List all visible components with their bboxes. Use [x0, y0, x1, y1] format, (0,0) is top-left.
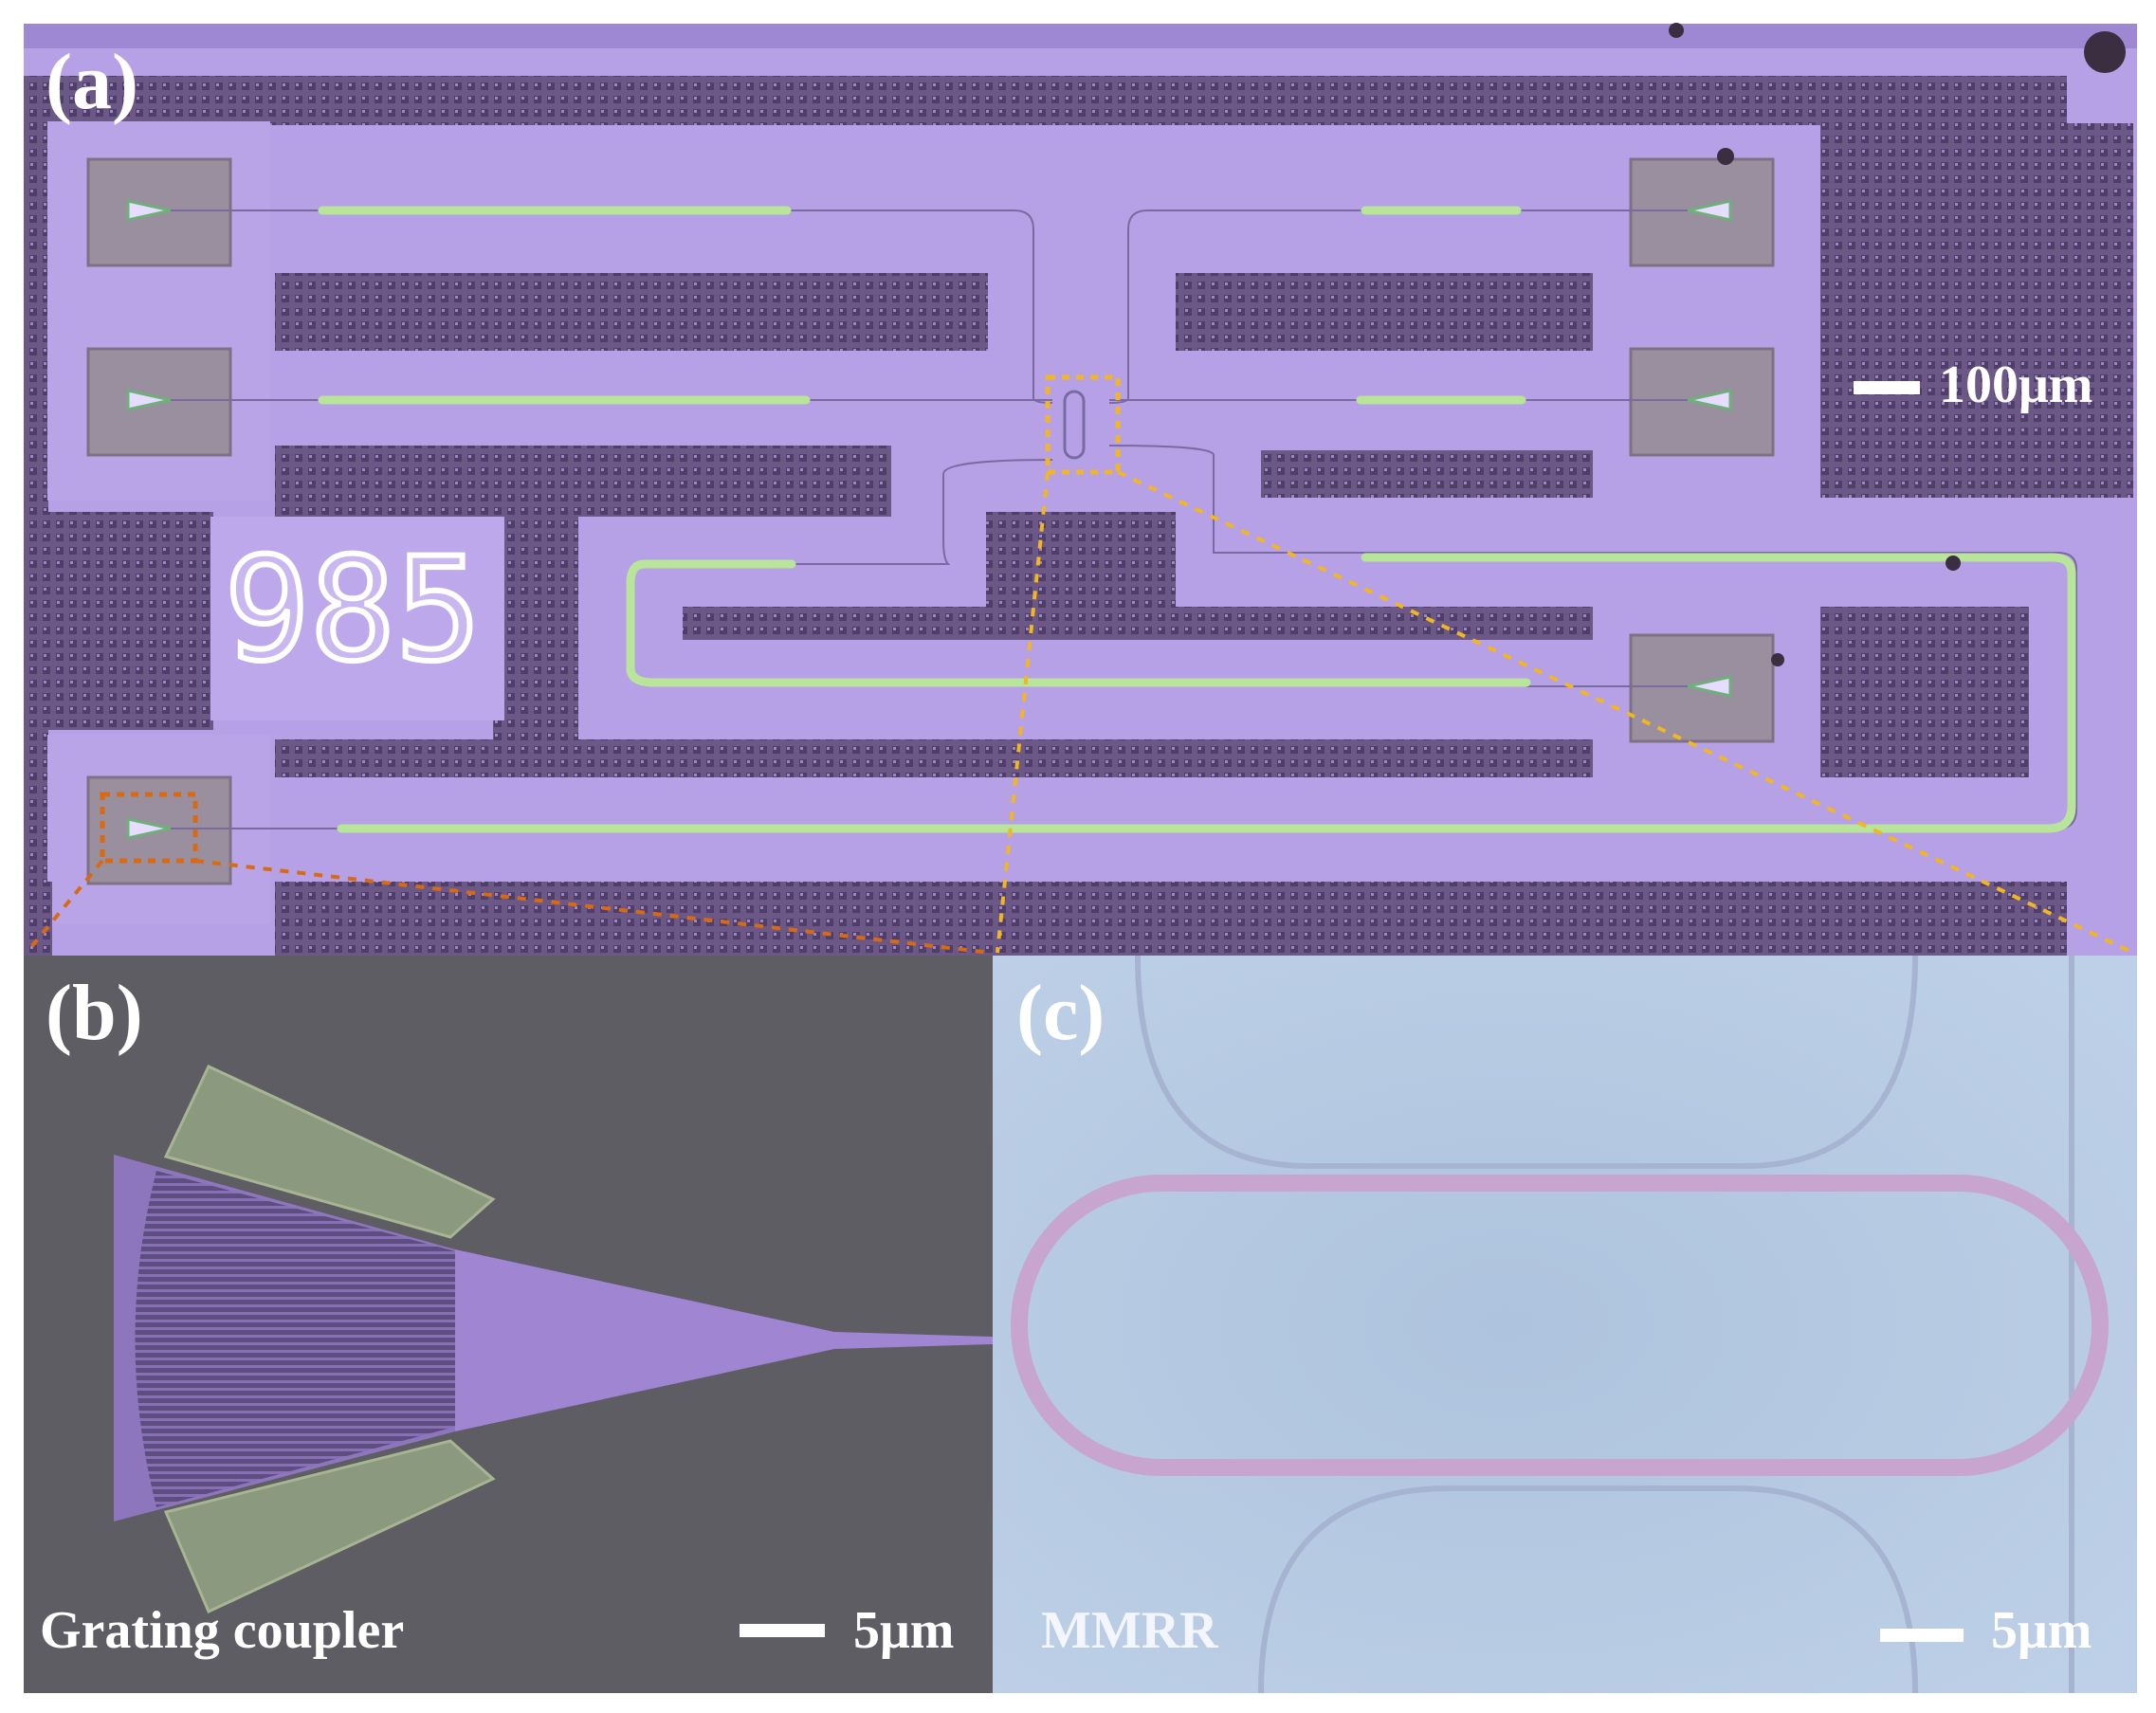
panel-b-caption: Grating coupler	[40, 1601, 405, 1660]
mmrr-ring-small	[1063, 390, 1086, 460]
dust-specks	[1669, 23, 2126, 666]
zoom-box-mmrr	[1045, 374, 1121, 475]
zoom-connector-lines	[25, 470, 2134, 955]
zoom-box-grating-coupler	[100, 792, 198, 864]
panel-b-scale-bar-label: 5μm	[853, 1601, 955, 1660]
panel-c-label: (c)	[1016, 969, 1105, 1057]
grating-coupler-pads	[86, 157, 1775, 885]
panel-a-chip-image: 985	[24, 23, 2137, 956]
svg-text:985: 985	[225, 528, 482, 693]
panel-b-label: (b)	[46, 969, 143, 1057]
mmrr-racetrack	[1011, 1175, 2109, 1476]
panel-c-scale-bar	[1880, 1629, 1964, 1642]
panel-a-label: (a)	[46, 38, 138, 126]
panel-a-scale-bar-label: 100μm	[1939, 355, 2093, 414]
chip-number-label: 985	[222, 525, 484, 696]
waveguide-tapers	[318, 206, 2076, 833]
panel-a-scale-bar	[1854, 381, 1920, 394]
panel-b-scale-bar	[740, 1624, 825, 1637]
panel-c-scale-bar-label: 5μm	[1991, 1601, 2092, 1660]
panel-c-mmrr-image	[993, 956, 2137, 1693]
panel-b-grating-coupler-image	[24, 956, 993, 1693]
grating-coupler-marks	[126, 199, 1732, 840]
panel-c-caption: MMRR	[1041, 1601, 1218, 1660]
